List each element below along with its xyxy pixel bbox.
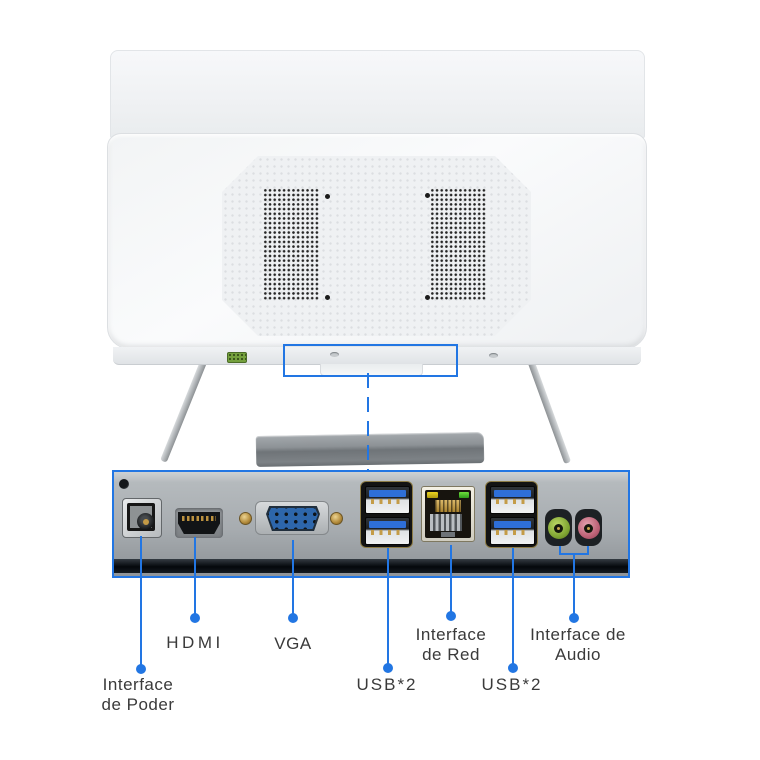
small-green-connector: [227, 352, 247, 363]
callout-line-vga: [292, 540, 294, 618]
vga-port: [236, 500, 346, 536]
stand-leg-right: [524, 350, 572, 465]
callout-dot-hdmi: [190, 613, 200, 623]
usb-port: [490, 517, 535, 545]
usb-pins: [496, 499, 529, 504]
callout-line-power: [140, 536, 142, 669]
jack-pin: [557, 526, 560, 530]
label-vga-line1: VGA: [274, 634, 312, 653]
usb-port: [365, 486, 410, 514]
callout-dot-audio: [569, 613, 579, 623]
lan-gold-contacts: [435, 500, 461, 512]
label-usb-right-line1: USB*2: [481, 675, 543, 694]
usb-pins: [371, 530, 404, 535]
usb-pins: [496, 530, 529, 535]
usb-ports-left: [360, 481, 413, 548]
callout-line-audio-out: [559, 546, 561, 555]
callout-line-usb-right: [512, 548, 514, 668]
monitor-top-panel: [110, 50, 645, 138]
label-audio: Interface de Audio: [513, 625, 643, 665]
vga-screw-right: [330, 512, 343, 525]
vent-grille-right: [430, 188, 487, 300]
vga-shell: [255, 501, 329, 535]
callout-dot-network: [446, 611, 456, 621]
ethernet-port: [421, 486, 475, 542]
jack-pin: [587, 526, 590, 530]
mic-recess: [575, 509, 602, 546]
callout-line-audio: [573, 553, 575, 618]
callout-dot-vga: [288, 613, 298, 623]
vga-screw-left: [239, 512, 252, 525]
usb-tongue: [494, 490, 531, 497]
label-hdmi: HDMI: [130, 633, 260, 653]
callout-line-usb-left: [387, 548, 389, 668]
vesa-screw-hole: [425, 295, 430, 300]
callout-line-network: [450, 545, 452, 616]
vga-dsub-outline: [266, 506, 320, 531]
lan-latch-notch: [441, 532, 455, 537]
screw-hole: [489, 353, 498, 358]
label-network-line1: Interface: [415, 625, 487, 644]
label-network: Interface de Red: [386, 625, 516, 665]
stand-leg-left: [160, 350, 211, 463]
callout-dot-usb-right: [508, 663, 518, 673]
ports-highlight-box: [283, 344, 458, 377]
usb-tongue: [369, 521, 406, 528]
lan-led-green: [459, 492, 469, 498]
label-usb-left-line1: USB*2: [356, 675, 418, 694]
usb-port: [365, 517, 410, 545]
usb-tongue: [494, 521, 531, 528]
audio-out-jack: [547, 517, 570, 539]
stand-base: [255, 432, 485, 467]
hdmi-port: [175, 508, 223, 538]
vesa-screw-hole: [325, 295, 330, 300]
lan-led-yellow: [427, 492, 438, 498]
usb-port: [490, 486, 535, 514]
label-vga: VGA: [228, 634, 358, 654]
usb-pins: [371, 499, 404, 504]
power-center-pin: [142, 518, 149, 525]
label-audio-line1: Interface de: [530, 625, 626, 644]
vga-dsub-blue: [268, 508, 318, 529]
ethernet-socket: [425, 490, 471, 538]
label-power-line1: Interface: [102, 675, 174, 694]
callout-dot-power: [136, 664, 146, 674]
io-panel: [112, 470, 630, 578]
label-power-line2: de Poder: [101, 695, 175, 715]
callout-line-hdmi: [194, 537, 196, 618]
hdmi-pins: [182, 516, 216, 521]
audio-out-recess: [545, 509, 572, 546]
zoom-link-line: [367, 373, 369, 470]
panel-screw-hole: [119, 479, 129, 489]
screw-hole: [330, 352, 339, 357]
vesa-screw-hole: [425, 193, 430, 198]
mic-jack: [577, 517, 600, 539]
callout-dot-usb-left: [383, 663, 393, 673]
power-jack-socket: [127, 503, 155, 531]
callout-line-mic: [587, 546, 589, 555]
power-jack-port: [122, 498, 162, 538]
hdmi-socket: [178, 512, 220, 534]
panel-shadow-strip: [114, 559, 628, 573]
label-hdmi-line1: HDMI: [166, 633, 224, 652]
usb-tongue: [369, 490, 406, 497]
label-usb-right: USB*2: [447, 675, 577, 695]
lan-pin-teeth: [430, 514, 462, 531]
label-audio-line2: Audio: [555, 645, 601, 665]
vesa-screw-hole: [325, 194, 330, 199]
label-power: Interface de Poder: [73, 675, 203, 715]
vent-grille-left: [263, 188, 320, 300]
label-usb-left: USB*2: [322, 675, 452, 695]
label-network-line2: de Red: [422, 645, 480, 665]
usb-ports-right: [485, 481, 538, 548]
